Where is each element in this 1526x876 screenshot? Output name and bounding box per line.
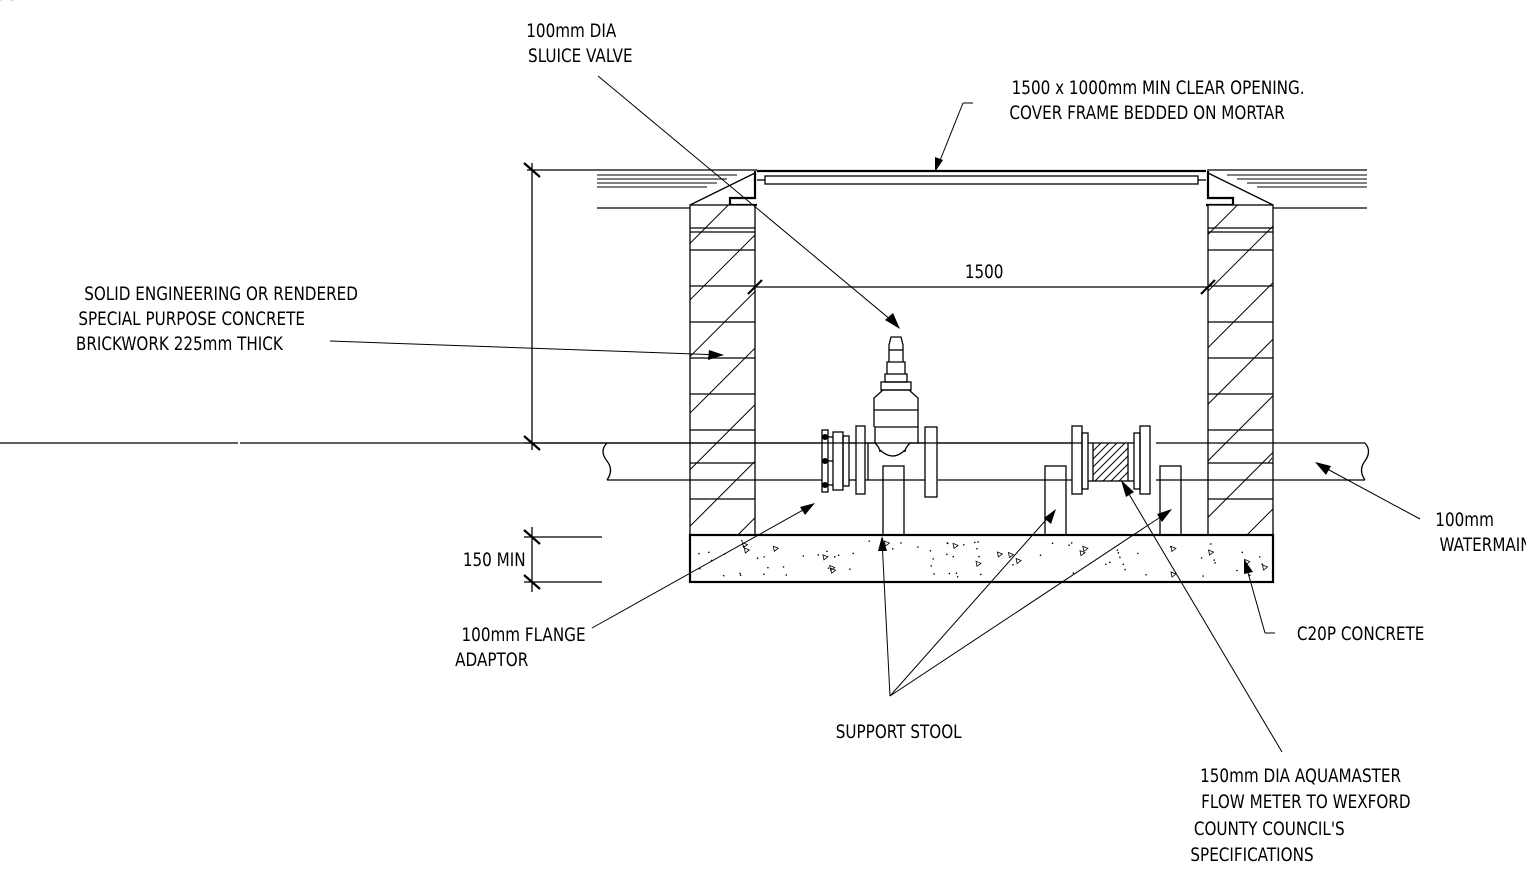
label-cover: 1500 x 1000mm MIN CLEAR OPENING. COVER F… — [1009, 77, 1304, 124]
label-sluice-valve-line1: 100mm DIA — [526, 20, 616, 42]
watermain-pipe — [0, 442, 1370, 481]
label-brickwork-line1: SOLID ENGINEERING OR RENDERED — [84, 283, 358, 305]
label-brickwork: SOLID ENGINEERING OR RENDERED SPECIAL PU… — [76, 283, 358, 355]
label-flow-meter-line4: SPECIFICATIONS — [1190, 844, 1313, 866]
label-sluice-valve-line2: SLUICE VALVE — [528, 45, 633, 67]
label-concrete: C20P CONCRETE — [1297, 623, 1424, 645]
dimension-width-value: 1500 — [965, 261, 1004, 283]
label-watermain-line2: WATERMAIN — [1440, 534, 1526, 556]
label-watermain-line1: 100mm — [1435, 509, 1494, 531]
dimension-depth: 900 — [0, 0, 607, 451]
cover-frame — [689, 169, 1274, 207]
concrete-base — [688, 533, 1275, 584]
dimension-width: 1500 — [747, 261, 1216, 295]
left-brick-wall — [689, 204, 756, 536]
label-flange-adaptor-line1: 100mm FLANGE — [462, 624, 586, 646]
flange-adaptor — [821, 425, 866, 495]
dimension-base: 150 MIN — [463, 527, 602, 592]
leader-lines — [329, 75, 1421, 753]
right-brick-wall — [1207, 204, 1274, 536]
label-flange-adaptor: 100mm FLANGE ADAPTOR — [455, 624, 585, 671]
label-flow-meter-line1: 150mm DIA AQUAMASTER — [1200, 765, 1401, 787]
label-flow-meter: 150mm DIA AQUAMASTER FLOW METER TO WEXFO… — [1190, 765, 1410, 866]
label-cover-line1: 1500 x 1000mm MIN CLEAR OPENING. — [1012, 77, 1305, 99]
flow-meter — [1071, 425, 1151, 495]
dimension-base-value: 150 MIN — [463, 549, 526, 571]
label-flow-meter-line3: COUNTY COUNCIL'S — [1194, 818, 1345, 840]
label-brickwork-line3: BRICKWORK 225mm THICK — [76, 333, 284, 355]
label-flange-adaptor-line2: ADAPTOR — [455, 649, 528, 671]
label-flow-meter-line2: FLOW METER TO WEXFORD — [1201, 791, 1410, 813]
label-support-stool: SUPPORT STOOL — [836, 721, 962, 743]
ground-surface — [527, 169, 1367, 209]
label-watermain: 100mm WATERMAIN — [1435, 509, 1526, 556]
label-cover-line2: COVER FRAME BEDDED ON MORTAR — [1009, 102, 1284, 124]
label-sluice-valve: 100mm DIA SLUICE VALVE — [526, 20, 632, 67]
dimension-depth-value: 900 — [0, 0, 18, 5]
sluice-valve — [865, 336, 938, 498]
label-brickwork-line2: SPECIAL PURPOSE CONCRETE — [78, 308, 305, 330]
support-stools — [882, 465, 1182, 536]
